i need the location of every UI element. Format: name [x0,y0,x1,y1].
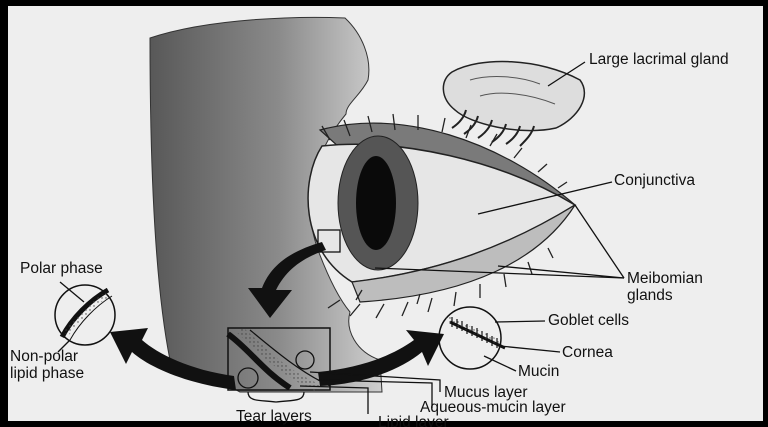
label-lipid-layer: Lipid layer [378,414,449,427]
label-tear-layers: Tear layers [236,408,312,425]
label-large-lacrimal-gland: Large lacrimal gland [589,51,729,68]
lipid-magnified-circle [55,285,115,345]
label-cornea: Cornea [562,344,613,361]
label-mucin: Mucin [518,363,559,380]
pupil [356,156,396,250]
label-polar-phase: Polar phase [20,260,103,277]
label-non-polar-line1: Non-polar [10,348,78,365]
label-goblet-cells: Goblet cells [548,312,629,329]
label-meibomian-line1: Meibomian [627,270,703,287]
label-non-polar-line2: lipid phase [10,365,84,382]
label-conjunctiva: Conjunctiva [614,172,695,189]
label-meibomian-line2: glands [627,287,673,304]
